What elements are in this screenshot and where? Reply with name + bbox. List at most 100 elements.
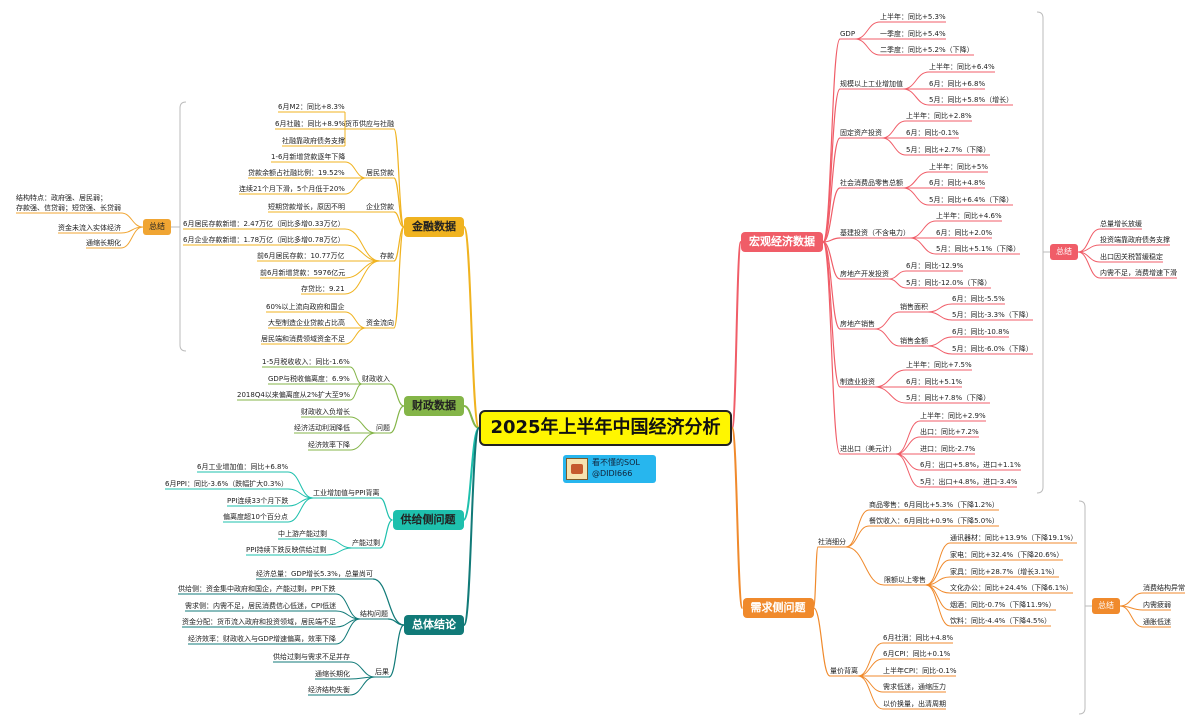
item-label[interactable]: 供给过剩与需求不足并存 (273, 653, 350, 661)
group-label[interactable]: 财政收入 (362, 375, 390, 383)
item-label[interactable]: 6月社消：同比+4.8% (883, 634, 954, 642)
item-label[interactable]: 偏离度超10个百分点 (223, 513, 288, 521)
item-label[interactable]: 6月CPI：同比+0.1% (883, 650, 951, 658)
branch-supply[interactable]: 供给侧问题 (392, 510, 464, 530)
root-topic[interactable]: 2025年上半年中国经济分析 (479, 410, 732, 446)
item-label[interactable]: 1-5月税收收入：同比-1.6% (262, 358, 350, 366)
item-label[interactable]: 6月：同比-12.9% (906, 262, 964, 270)
item-label[interactable]: 经济结构失衡 (308, 686, 350, 694)
group-label[interactable]: 进出口（美元计） (840, 445, 896, 453)
item-label[interactable]: 需求侧：内需不足，居民消费信心低迷，CPI低迷 (185, 602, 337, 610)
group-label[interactable]: 居民贷款 (366, 169, 394, 177)
item-label[interactable]: PPI持续下跌反映供给过剩 (246, 546, 327, 554)
item-label[interactable]: GDP与税收偏离度：6.9% (268, 375, 350, 383)
summary-macro[interactable]: 总结 (1050, 244, 1078, 260)
item-label[interactable]: 财政收入负增长 (301, 408, 350, 416)
item-label[interactable]: 上半年：同比+2.8% (906, 112, 972, 120)
group-label[interactable]: 产能过剩 (352, 539, 380, 547)
summary-demand[interactable]: 总结 (1092, 598, 1120, 614)
item-label[interactable]: 6月：同比-10.8% (952, 328, 1010, 336)
item-label[interactable]: 6月社融：同比+8.9% (275, 120, 346, 128)
group-label[interactable]: 制造业投资 (840, 378, 875, 386)
item-label[interactable]: 通讯器材：同比+13.9%（下降19.1%） (950, 534, 1078, 542)
item-label[interactable]: 连续21个月下滑，5个月低于20% (239, 185, 345, 193)
group-label[interactable]: 企业贷款 (366, 203, 394, 211)
item-label[interactable]: 经济效率：财政收入与GDP增速偏离，效率下降 (188, 635, 337, 643)
group-label[interactable]: 社会消费品零售总额 (840, 179, 903, 187)
item-label[interactable]: 5月：同比+6.4%（下降） (929, 196, 1014, 204)
group-label[interactable]: 经济总量：GDP增长5.3%，总量尚可 (256, 570, 373, 578)
item-label[interactable]: 6月：同比+4.8% (929, 179, 986, 187)
item-label[interactable]: 一季度：同比+5.4% (880, 30, 946, 38)
item-label[interactable]: 上半年：同比+5% (929, 163, 988, 171)
item-label[interactable]: 5月：同比-12.0%（下降） (906, 279, 992, 287)
item-label[interactable]: 上半年：同比+2.9% (920, 412, 986, 420)
item-label[interactable]: 6月：同比-5.5% (952, 295, 1005, 303)
item-label[interactable]: 上半年：同比+4.6% (936, 212, 1002, 220)
item-label[interactable]: 贷款余额占社融比例：19.52% (248, 169, 345, 177)
summary-item[interactable]: 消费结构异常 (1143, 584, 1185, 592)
item-label[interactable]: 餐饮收入：6月同比+0.9%（下降5.0%） (869, 517, 999, 525)
item-label[interactable]: 5月：出口+4.8%，进口-3.4% (920, 478, 1018, 486)
group-label[interactable]: 结构问题 (360, 610, 388, 618)
item-label[interactable]: 短期贷款增长，原因不明 (268, 203, 345, 211)
item-label[interactable]: 6月M2：同比+8.3% (278, 103, 345, 111)
item-label[interactable]: 6月：同比+2.0% (936, 229, 993, 237)
summary-item[interactable]: 通缩长期化 (86, 239, 121, 247)
branch-macro[interactable]: 宏观经济数据 (741, 232, 823, 252)
item-label[interactable]: 60%以上流向政府和国企 (266, 303, 345, 311)
item-label[interactable]: 通缩长期化 (315, 670, 350, 678)
subgroup-label[interactable]: 销售面积 (900, 303, 928, 311)
item-label[interactable]: 资金分配：货币流入政府和投资领域，居民端不足 (182, 618, 336, 626)
summary-item[interactable]: 内需不足，消费增速下滑 (1100, 269, 1177, 277)
item-label[interactable]: 家电：同比+32.4%（下降20.6%） (950, 551, 1064, 559)
item-label[interactable]: 上半年：同比+5.3% (880, 13, 946, 21)
subgroup-label[interactable]: 限额以上零售 (884, 576, 926, 584)
summary-item[interactable]: 资金未流入实体经济 (58, 224, 121, 232)
summary-item[interactable]: 总量增长放缓 (1100, 220, 1142, 228)
item-label[interactable]: 上半年：同比+6.4% (929, 63, 995, 71)
item-label[interactable]: 经济效率下降 (308, 441, 350, 449)
item-label[interactable]: 6月PPI：同比-3.6%（跌幅扩大0.3%） (165, 480, 289, 488)
item-label[interactable]: PPI连续33个月下跌 (227, 497, 289, 505)
summary-item[interactable]: 通胀低迷 (1143, 618, 1171, 626)
item-label[interactable]: 5月：同比+5.1%（下降） (936, 245, 1021, 253)
group-label[interactable]: 规模以上工业增加值 (840, 80, 903, 88)
item-label[interactable]: 文化办公：同比+24.4%（下降6.1%） (950, 584, 1073, 592)
item-label[interactable]: 6月居民存款新增：2.47万亿（同比多增0.33万亿） (183, 220, 345, 228)
item-label[interactable]: 居民端和消费领域资金不足 (261, 335, 345, 343)
group-label[interactable]: 房地产销售 (840, 320, 875, 328)
item-label[interactable]: 供给侧：资金集中政府和国企，产能过剩，PPI下跌 (178, 585, 336, 593)
item-label[interactable]: 5月：同比-3.3%（下降） (952, 311, 1033, 319)
branch-finance[interactable]: 金融数据 (404, 217, 464, 237)
group-label[interactable]: 工业增加值与PPI背离 (313, 489, 380, 497)
group-label[interactable]: 量价背离 (830, 667, 858, 675)
branch-conclusion[interactable]: 总体结论 (404, 615, 464, 635)
item-label[interactable]: 6月：同比-0.1% (906, 129, 959, 137)
item-label[interactable]: 6月：同比+5.1% (906, 378, 963, 386)
item-label[interactable]: 上半年：同比+7.5% (906, 361, 972, 369)
item-label[interactable]: 前6月新增贷款：5976亿元 (260, 269, 346, 277)
item-label[interactable]: 6月：同比+6.8% (929, 80, 986, 88)
item-label[interactable]: 出口：同比+7.2% (920, 428, 979, 436)
group-label[interactable]: 货币供应与社融 (345, 120, 394, 128)
item-label[interactable]: 6月工业增加值：同比+6.8% (197, 463, 289, 471)
item-label[interactable]: 上半年CPI：同比-0.1% (883, 667, 957, 675)
summary-item[interactable]: 投资端靠政府债务支撑 (1100, 236, 1170, 244)
group-label[interactable]: 后果 (375, 668, 389, 676)
item-label[interactable]: 5月：同比+5.8%（增长） (929, 96, 1014, 104)
item-label[interactable]: 前6月居民存款：10.77万亿 (257, 252, 345, 260)
summary-finance[interactable]: 总结 (143, 219, 171, 235)
item-label[interactable]: 5月：同比-6.0%（下降） (952, 345, 1033, 353)
item-label[interactable]: 中上游产能过剩 (278, 530, 327, 538)
summary-item[interactable]: 出口因关税暂缓稳定 (1100, 253, 1163, 261)
item-label[interactable]: 烟酒：同比-0.7%（下降11.9%） (950, 601, 1056, 609)
item-label[interactable]: 5月：同比+2.7%（下降） (906, 146, 991, 154)
group-label[interactable]: 资金流向 (366, 319, 394, 327)
item-label[interactable]: 存贷比：9.21 (301, 285, 345, 293)
group-label[interactable]: 存款 (380, 252, 394, 260)
item-label[interactable]: 经济活动利润降低 (294, 424, 350, 432)
item-label[interactable]: 二季度：同比+5.2%（下降） (880, 46, 974, 54)
item-label[interactable]: 以价换量，出清周期 (883, 700, 946, 708)
group-label[interactable]: 固定资产投资 (840, 129, 882, 137)
